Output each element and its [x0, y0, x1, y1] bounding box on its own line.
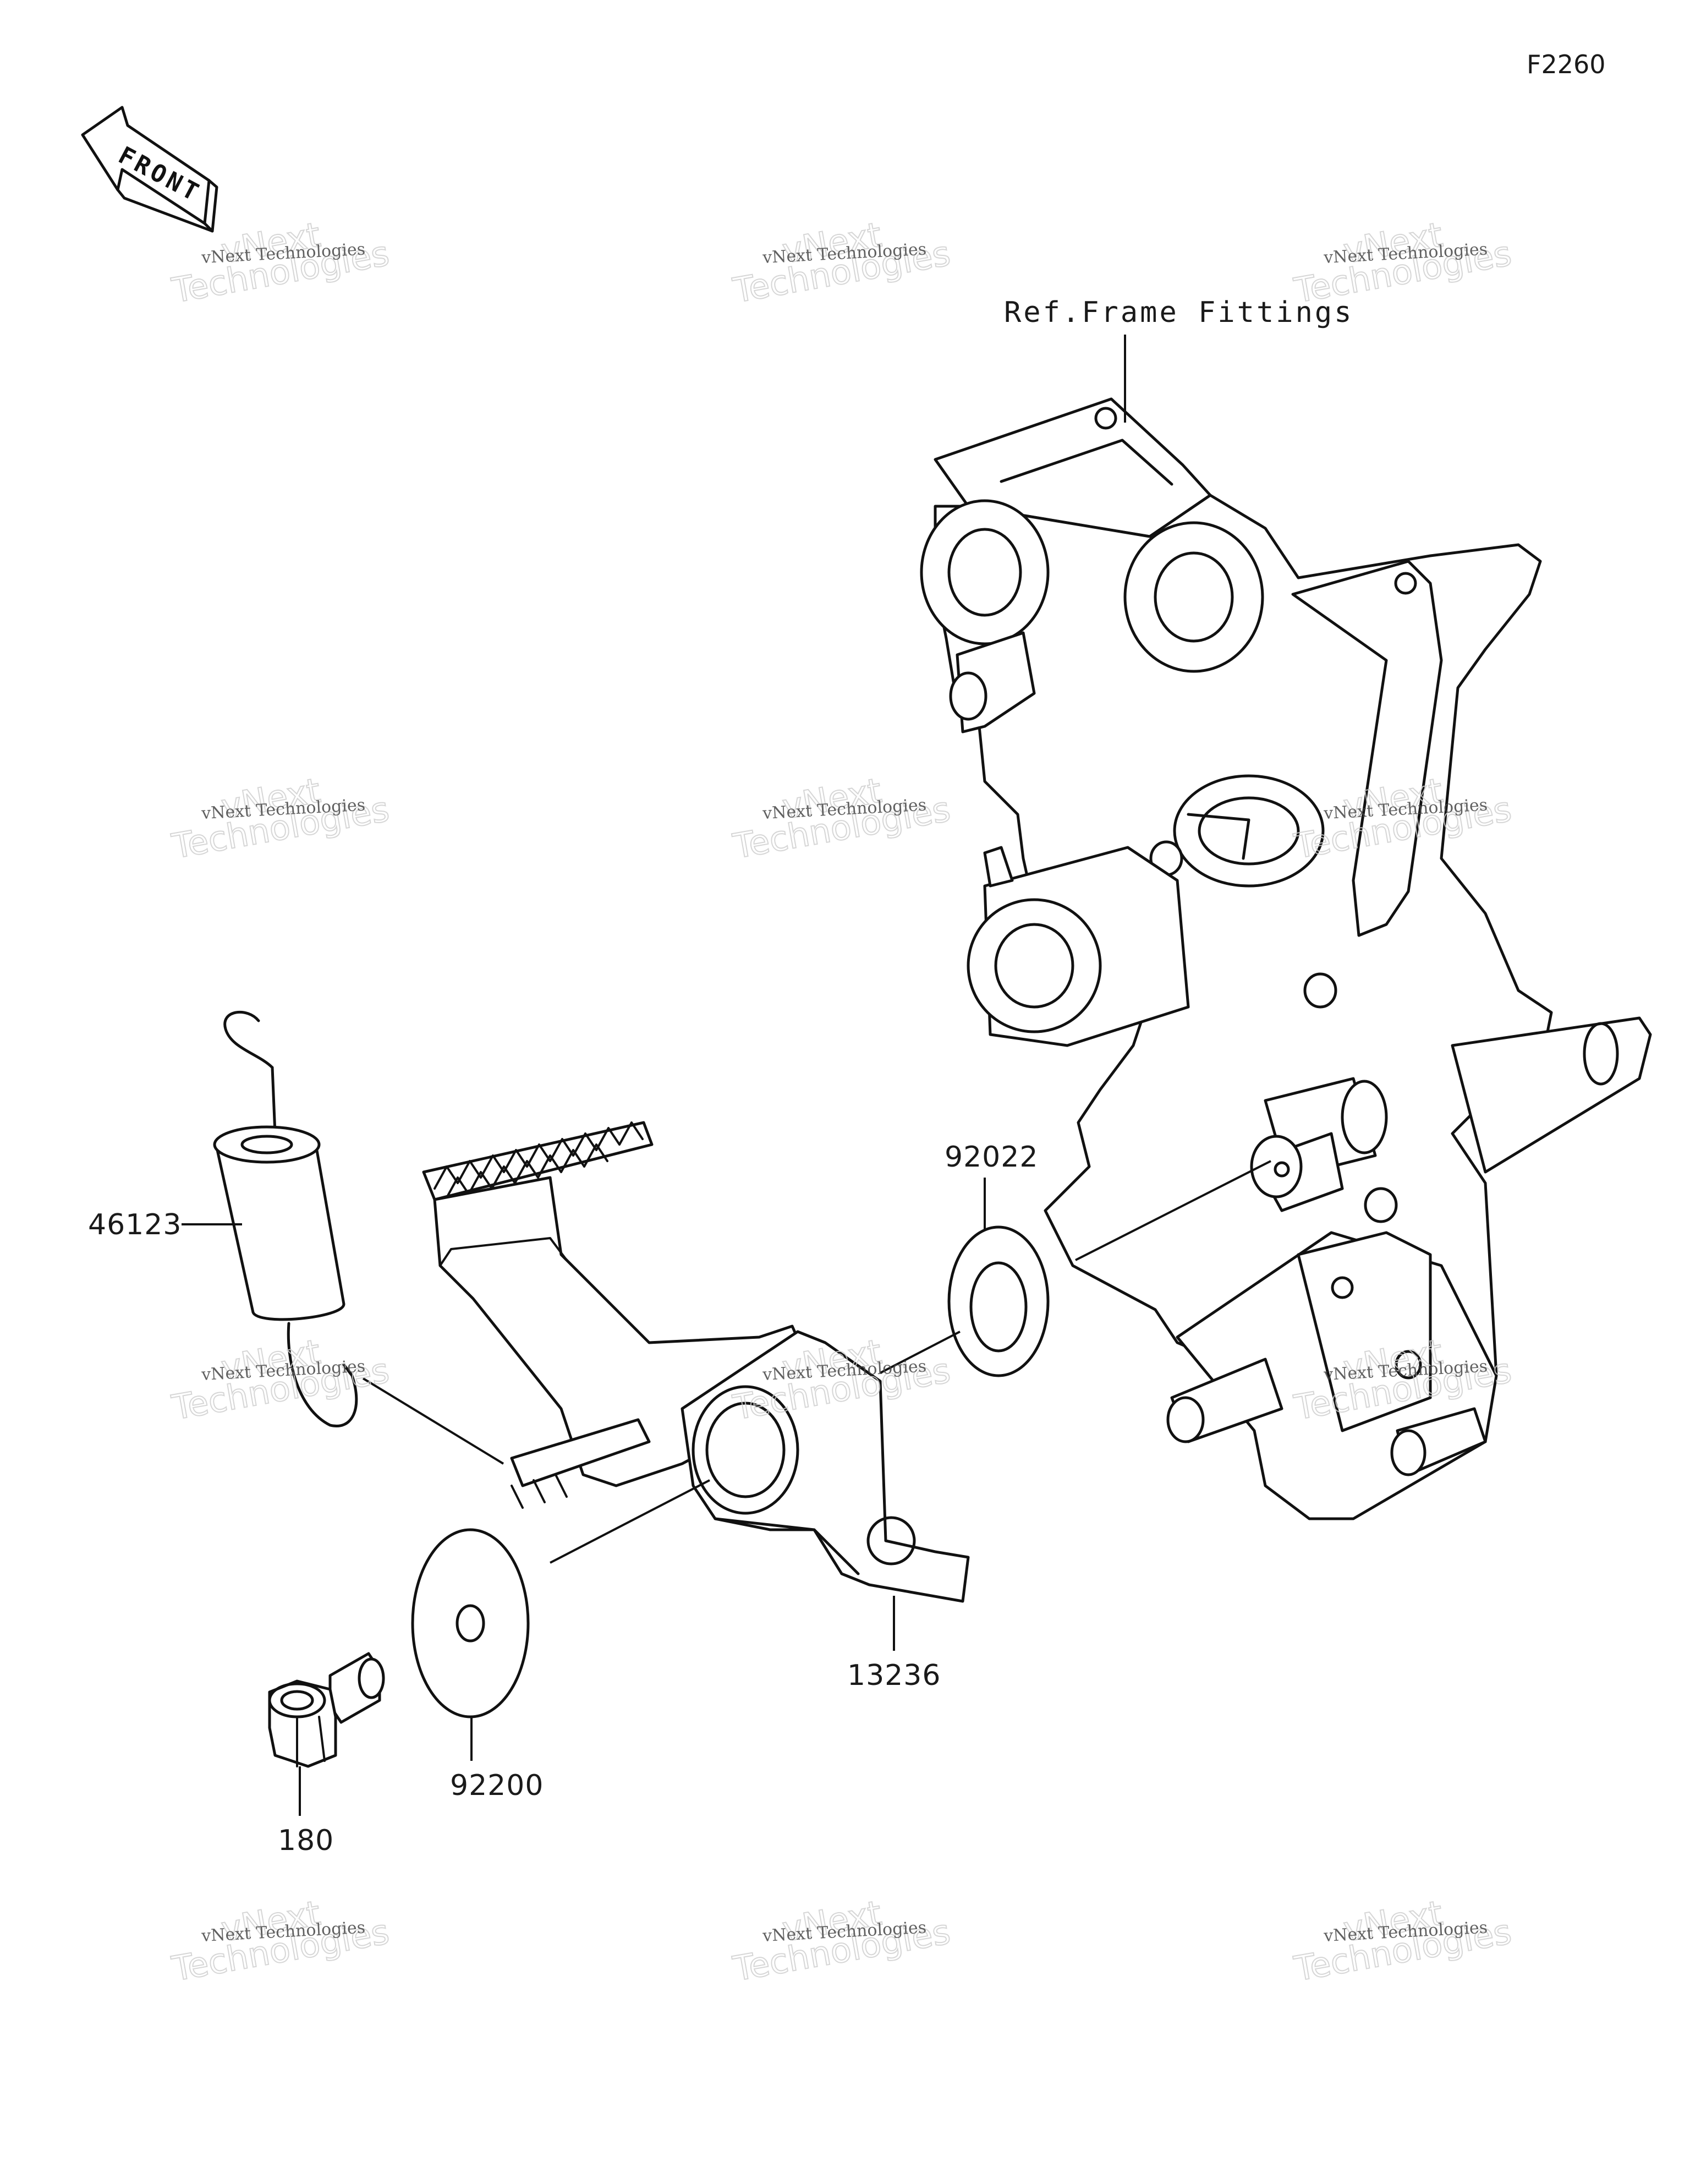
watermark: Technologies vNext vNext Technologies — [168, 1331, 393, 1428]
figure-code: F2260 — [1527, 50, 1606, 79]
frame-fitting-bracket — [920, 397, 1652, 1520]
part-label-180: 180 — [278, 1824, 334, 1857]
watermark: Technologies vNext vNext Technologies — [168, 1892, 393, 1990]
part-label-46123: 46123 — [88, 1208, 182, 1241]
watermark: Technologies vNext vNext Technologies — [729, 1892, 954, 1990]
watermark: Technologies vNext vNext Technologies — [1291, 214, 1515, 311]
ref-frame-fittings-label: Ref.Frame Fittings — [1004, 296, 1354, 329]
assembly-lines — [362, 1160, 1271, 1564]
front-arrow-icon: FRONT — [81, 106, 218, 233]
part-label-92200: 92200 — [450, 1769, 544, 1802]
watermark: Technologies vNext vNext Technologies — [729, 214, 954, 311]
part-label-92022: 92022 — [945, 1141, 1038, 1174]
washer-92200-part — [411, 1528, 530, 1718]
watermark: Technologies vNext vNext Technologies — [168, 770, 393, 867]
watermark: Technologies vNext vNext Technologies — [1291, 1892, 1515, 1990]
bolt-part — [268, 1652, 385, 1768]
washer-92022-part — [947, 1225, 1050, 1377]
watermark: Technologies vNext vNext Technologies — [168, 214, 393, 311]
watermark: Technologies vNext vNext Technologies — [729, 770, 954, 867]
brake-pedal-part — [422, 1121, 970, 1603]
part-label-13236: 13236 — [847, 1659, 941, 1692]
spring-part — [213, 1011, 358, 1427]
